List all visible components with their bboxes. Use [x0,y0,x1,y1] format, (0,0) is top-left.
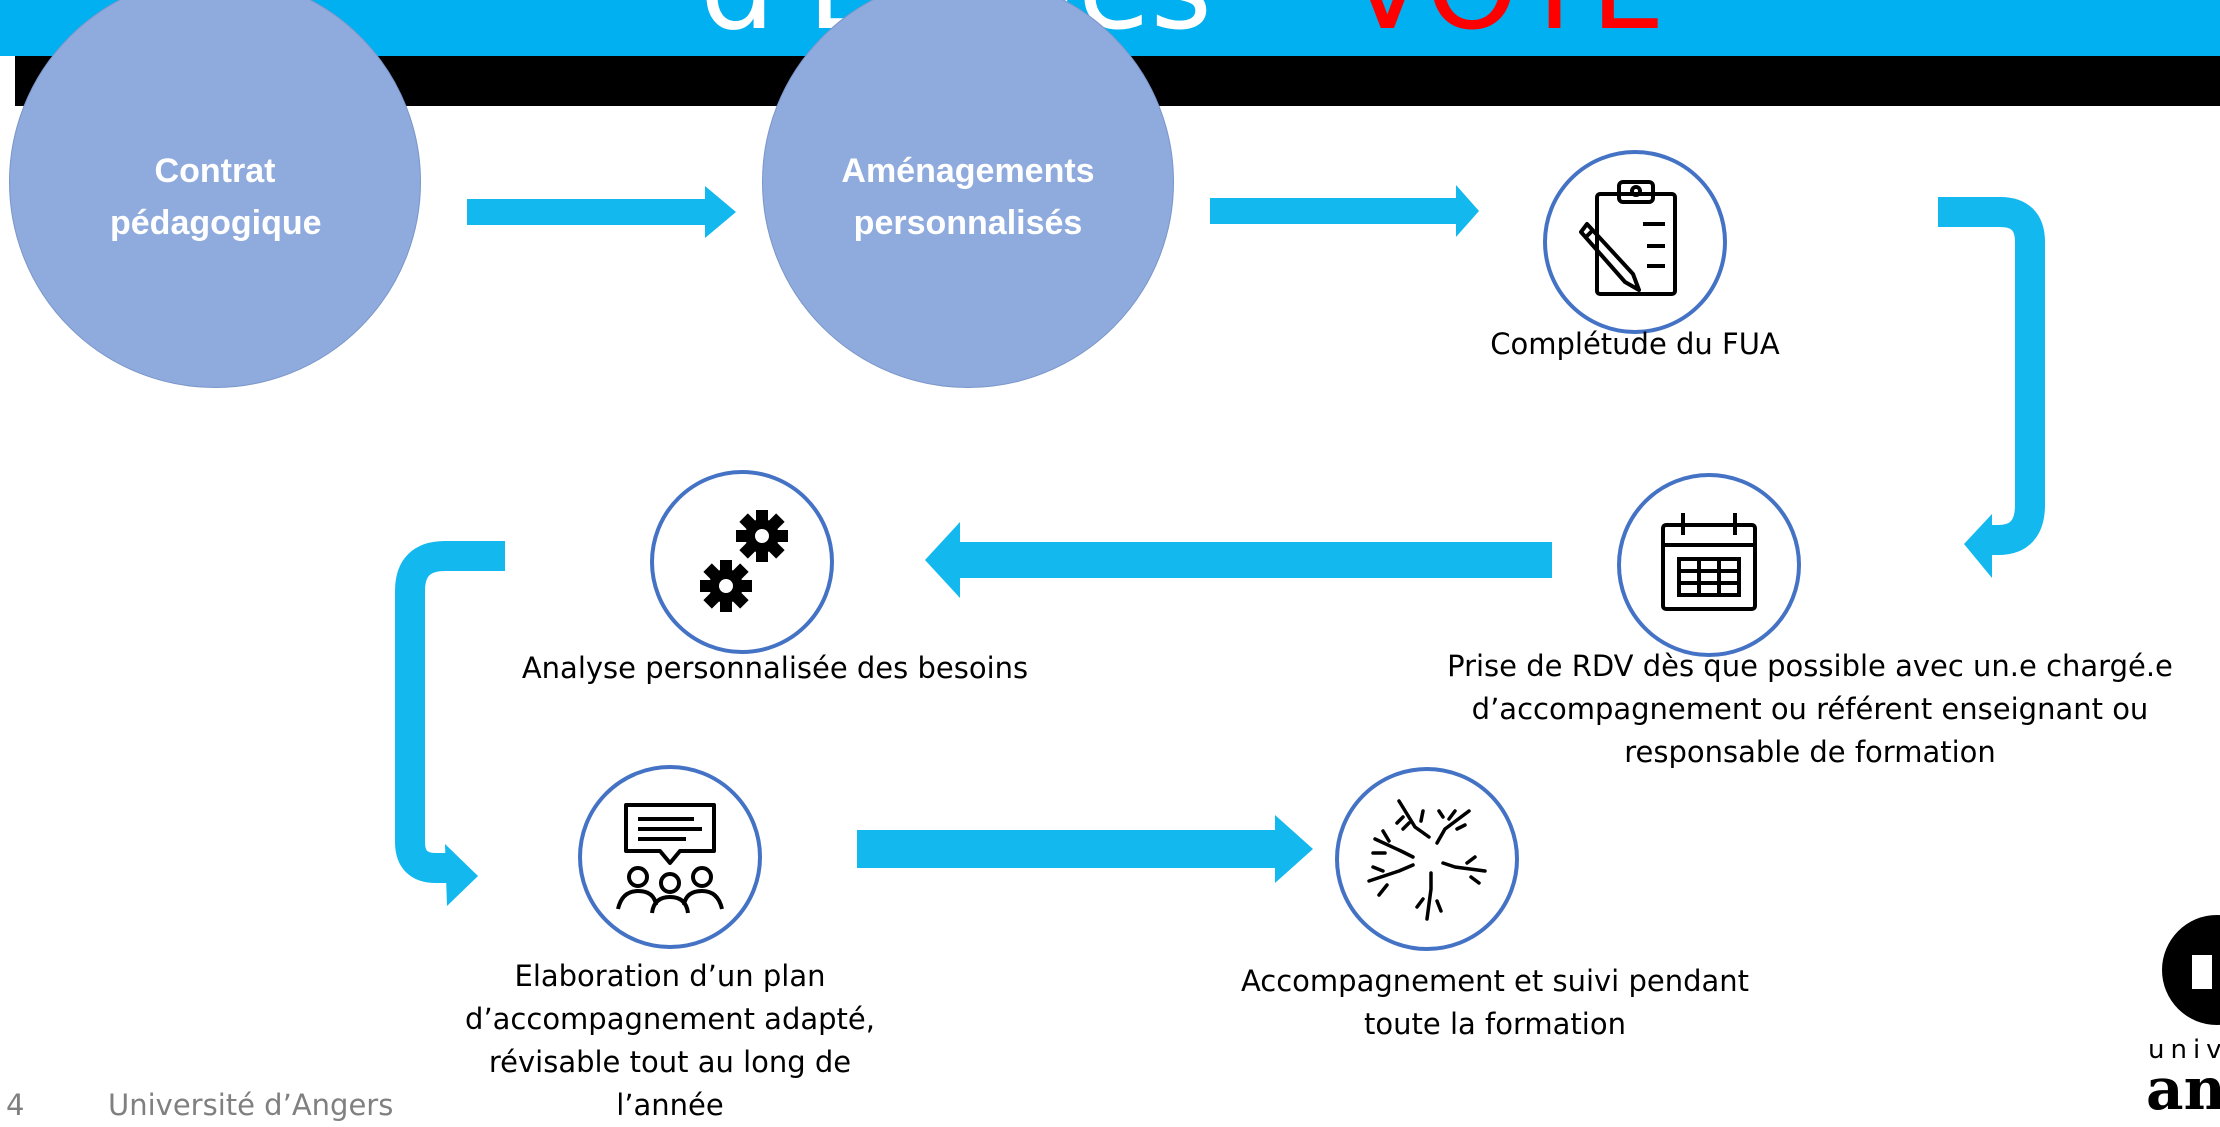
accompagnement-text: Accompagnement et suivi pendant toute la… [1240,964,1750,1041]
step-icon-elaboration [578,765,762,949]
label-analyse: Analyse personnalisée des besoins [521,651,1029,685]
step-circle-amenagements [762,0,1174,388]
contrat-text: Contrat pédagogique [110,152,322,242]
hands-icon [1367,799,1487,921]
step-icon-fua [1543,150,1727,334]
step-icon-rdv [1617,473,1801,657]
step-icon-analyse [650,470,834,654]
title-fragment-red: VOTE [1347,0,1665,56]
calendar-icon [1661,513,1757,611]
step-label-amenagements: Aménagements personnalisés [762,145,1174,249]
step-icon-accompagnement [1335,767,1519,951]
step-circle-contrat [9,0,421,388]
arrow-amenagements-to-fua [1210,185,1479,237]
label-rdv: Prise de RDV dès que possible avec un.e … [1410,645,2210,774]
page-number: 4 [6,1088,25,1122]
arrow-elaboration-to-accompagnement [857,815,1313,883]
logo-text-bottom: ang [2146,1055,2220,1123]
arrow-analyse-to-elaboration [395,541,505,906]
logo-text-top: unive [2148,1035,2220,1065]
clipboard-icon [1579,180,1677,296]
label-fua: Complétude du FUA [1490,327,1780,361]
gears-icon [700,510,788,612]
elaboration-text: Elaboration d’un plan d’accompagnement a… [465,959,875,1122]
arrow-rdv-to-analyse [925,522,1552,598]
arrow-contrat-to-amenagements [467,186,736,238]
logo-mark-cutout [2192,955,2212,989]
university-logo: unive ang [2140,915,2220,1123]
amenagements-text: Aménagements personnalisés [841,152,1095,242]
label-elaboration: Elaboration d’un plan d’accompagnement a… [445,955,895,1127]
step-label-contrat: Contrat pédagogique [9,145,421,249]
rdv-text: Prise de RDV dès que possible avec un.e … [1447,649,2173,769]
meeting-icon [616,803,724,914]
footer-university: Université d’Angers [108,1088,394,1122]
arrow-fua-to-rdv [1938,197,2045,578]
label-accompagnement: Accompagnement et suivi pendant toute la… [1215,960,1775,1046]
